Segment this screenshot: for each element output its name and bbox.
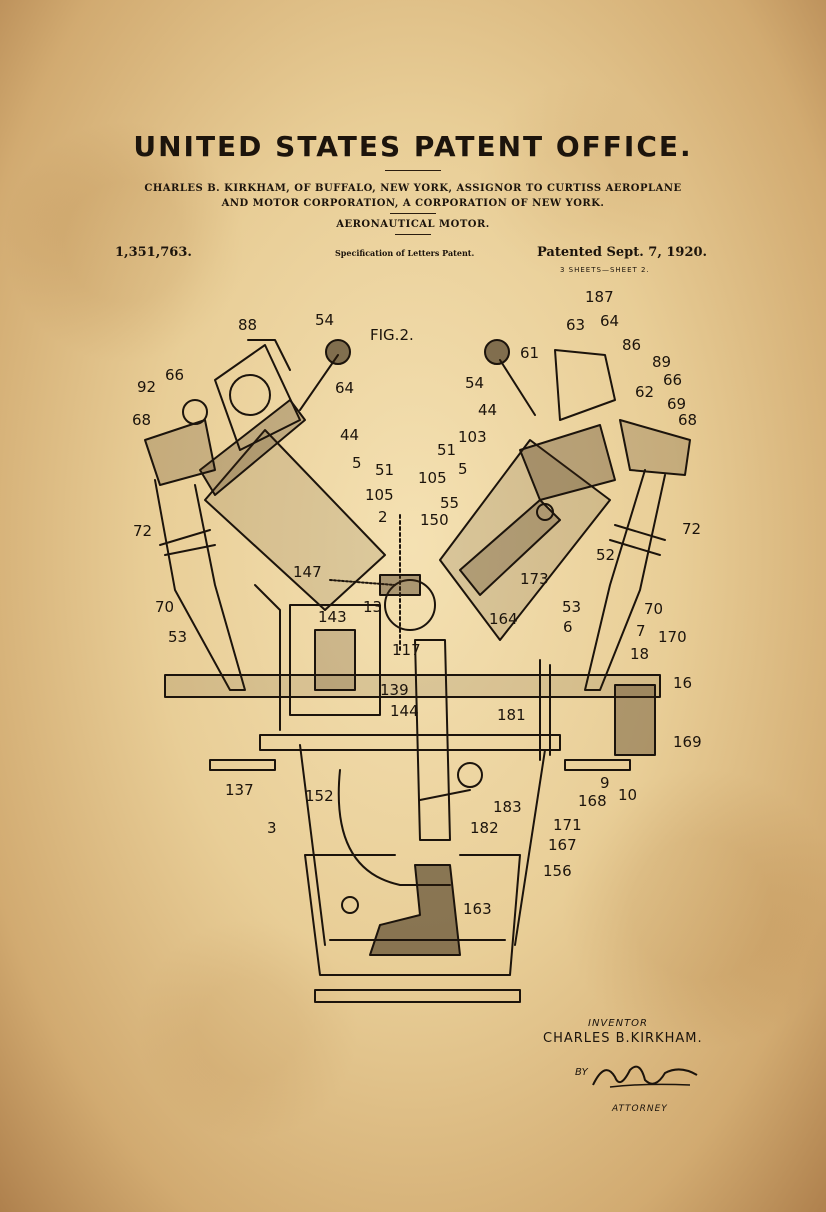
part-label: 150: [420, 511, 449, 529]
inventor-line-1: CHARLES B. KIRKHAM, OF BUFFALO, NEW YORK…: [144, 183, 682, 194]
part-label: 66: [663, 371, 682, 389]
part-label: 72: [682, 520, 701, 538]
inventor-name: CHARLES B.KIRKHAM.: [543, 1031, 703, 1046]
part-label: 64: [600, 312, 619, 330]
part-label: 3: [267, 819, 277, 837]
part-label: 168: [578, 792, 607, 810]
inventor-line-2: AND MOTOR CORPORATION, A CORPORATION OF …: [221, 198, 605, 209]
part-label: 70: [155, 598, 174, 616]
part-label: 169: [673, 733, 702, 751]
part-label: 137: [225, 781, 254, 799]
attorney-signature: [592, 1065, 698, 1088]
part-label: 52: [596, 546, 615, 564]
title-rule: [385, 170, 441, 171]
part-label: 6: [563, 618, 573, 636]
part-label: 54: [315, 311, 334, 329]
office-title: UNITED STATES PATENT OFFICE.: [133, 130, 693, 163]
part-label: 2: [378, 508, 388, 526]
part-label: 53: [562, 598, 581, 616]
part-label: 70: [644, 600, 663, 618]
part-label: 63: [566, 316, 585, 334]
part-label: 61: [520, 344, 539, 362]
invention-subject: AERONAUTICAL MOTOR.: [336, 219, 490, 230]
part-label: 164: [489, 610, 518, 628]
patented-date: Patented Sept. 7, 1920.: [537, 245, 708, 260]
part-label: 72: [133, 522, 152, 540]
part-label: 144: [390, 702, 419, 720]
part-label: 88: [238, 316, 257, 334]
part-label: 171: [553, 816, 582, 834]
part-label: 89: [652, 353, 671, 371]
part-label: 69: [667, 395, 686, 413]
part-label: 13: [363, 598, 382, 616]
part-label: 156: [543, 862, 572, 880]
part-label: 5: [458, 460, 468, 478]
part-label: 182: [470, 819, 499, 837]
part-label: 152: [305, 787, 334, 805]
attorney-label: ATTORNEY: [612, 1104, 668, 1114]
part-label: 51: [437, 441, 456, 459]
specification-label: Specification of Letters Patent.: [335, 248, 475, 258]
part-label: 167: [548, 836, 577, 854]
part-label: 92: [137, 378, 156, 396]
left-cylinder: [144, 339, 396, 691]
subject-underline: [395, 234, 431, 235]
part-label: 62: [635, 383, 654, 401]
part-label: 105: [365, 486, 394, 504]
inventor-label: INVENTOR: [588, 1018, 648, 1029]
part-label: 173: [520, 570, 549, 588]
subject-rule: [390, 213, 436, 214]
part-label: 7: [636, 622, 646, 640]
part-label: 117: [392, 641, 421, 659]
part-label: 170: [658, 628, 687, 646]
part-label: 18: [630, 645, 649, 663]
figure-caption: FIG.2.: [370, 326, 414, 344]
part-label: 143: [318, 608, 347, 626]
part-label: 54: [465, 374, 484, 392]
part-label: 68: [678, 411, 697, 429]
part-label: 86: [622, 336, 641, 354]
crankcase: [164, 514, 661, 1003]
part-label: 51: [375, 461, 394, 479]
part-label: 181: [497, 706, 526, 724]
part-label: 5: [352, 454, 362, 472]
part-label: 66: [165, 366, 184, 384]
part-label: 147: [293, 563, 322, 581]
part-label: 44: [340, 426, 359, 444]
part-label: 44: [478, 401, 497, 419]
part-label: 55: [440, 494, 459, 512]
part-label: 105: [418, 469, 447, 487]
part-label: 64: [335, 379, 354, 397]
part-label: 139: [380, 681, 409, 699]
part-label: 183: [493, 798, 522, 816]
sheet-counter: 3 SHEETS—SHEET 2.: [560, 266, 650, 274]
part-label: 103: [458, 428, 487, 446]
by-label: BY: [575, 1067, 588, 1078]
part-label: 68: [132, 411, 151, 429]
part-label: 9: [600, 774, 610, 792]
right-cylinder: [439, 339, 691, 691]
patent-number: 1,351,763.: [115, 245, 192, 260]
part-label: 16: [673, 674, 692, 692]
part-label: 53: [168, 628, 187, 646]
part-label: 163: [463, 900, 492, 918]
part-label: 187: [585, 288, 614, 306]
part-label: 10: [618, 786, 637, 804]
